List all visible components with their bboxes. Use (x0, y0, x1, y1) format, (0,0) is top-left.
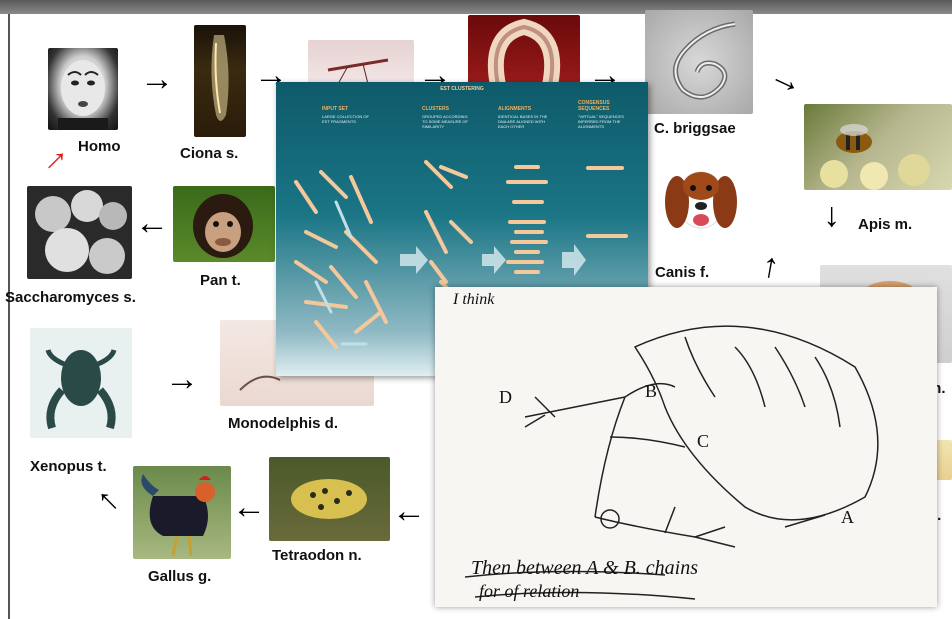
worm-image (468, 15, 580, 85)
sketch-corner-note: I think (453, 291, 494, 309)
mime-face-icon (48, 48, 118, 130)
arrow-pan-to-saccharomyces: ← (135, 206, 169, 240)
sketch-letter-c: C (697, 431, 709, 452)
label-pan: Pan t. (200, 272, 241, 289)
arrow-gallus-to-xenopus: → (81, 481, 129, 529)
pan-image (173, 186, 275, 262)
sketch-bottom-line-2: for of relation (479, 581, 579, 602)
label-xenopus: Xenopus t. (30, 458, 107, 475)
left-border (8, 14, 10, 619)
apis-image (804, 104, 952, 190)
arrow-xenopus-to-monodelphis: → (165, 362, 199, 396)
arrow-sketch-to-tetraodon: ← (392, 494, 426, 528)
tetraodon-image (269, 457, 390, 541)
arrow-to-canis: → (745, 247, 784, 286)
sketch-letter-b: B (645, 381, 657, 402)
label-canis: Canis f. (655, 264, 709, 281)
arrow-briggsae-to-apis: → (764, 56, 809, 101)
sketch-letter-d: D (499, 387, 512, 408)
ciona-image (194, 25, 246, 137)
saccharomyces-image (27, 186, 132, 279)
top-bar (0, 0, 952, 14)
arrow-apis-down: → (820, 200, 854, 234)
xenopus-image (30, 328, 132, 438)
sketch-bottom-line-1: Then between A & B. chains (471, 557, 698, 580)
label-tetraodon: Tetraodon n. (272, 547, 362, 564)
label-briggsae: C. briggsae (654, 120, 736, 137)
arrow-tetraodon-to-gallus: ← (232, 490, 266, 524)
gallus-image (133, 466, 231, 559)
briggsae-image (645, 10, 753, 114)
label-ciona: Ciona s. (180, 145, 238, 162)
arrow-homo-to-ciona: → (140, 62, 174, 96)
label-saccharomyces: Saccharomyces s. (5, 289, 136, 306)
canis-image (655, 150, 747, 258)
label-homo: Homo (78, 138, 121, 155)
label-apis: Apis m. (858, 216, 912, 233)
sketch-letter-a: A (841, 507, 854, 528)
mosquito-image (308, 40, 414, 84)
darwin-sketch: I think A B C D Then between A & B. chai… (435, 287, 937, 607)
label-monodelphis: Monodelphis d. (228, 415, 338, 432)
arrow-saccharomyces-to-homo: → (28, 133, 76, 181)
label-gallus: Gallus g. (148, 568, 211, 585)
homo-image (48, 48, 118, 130)
